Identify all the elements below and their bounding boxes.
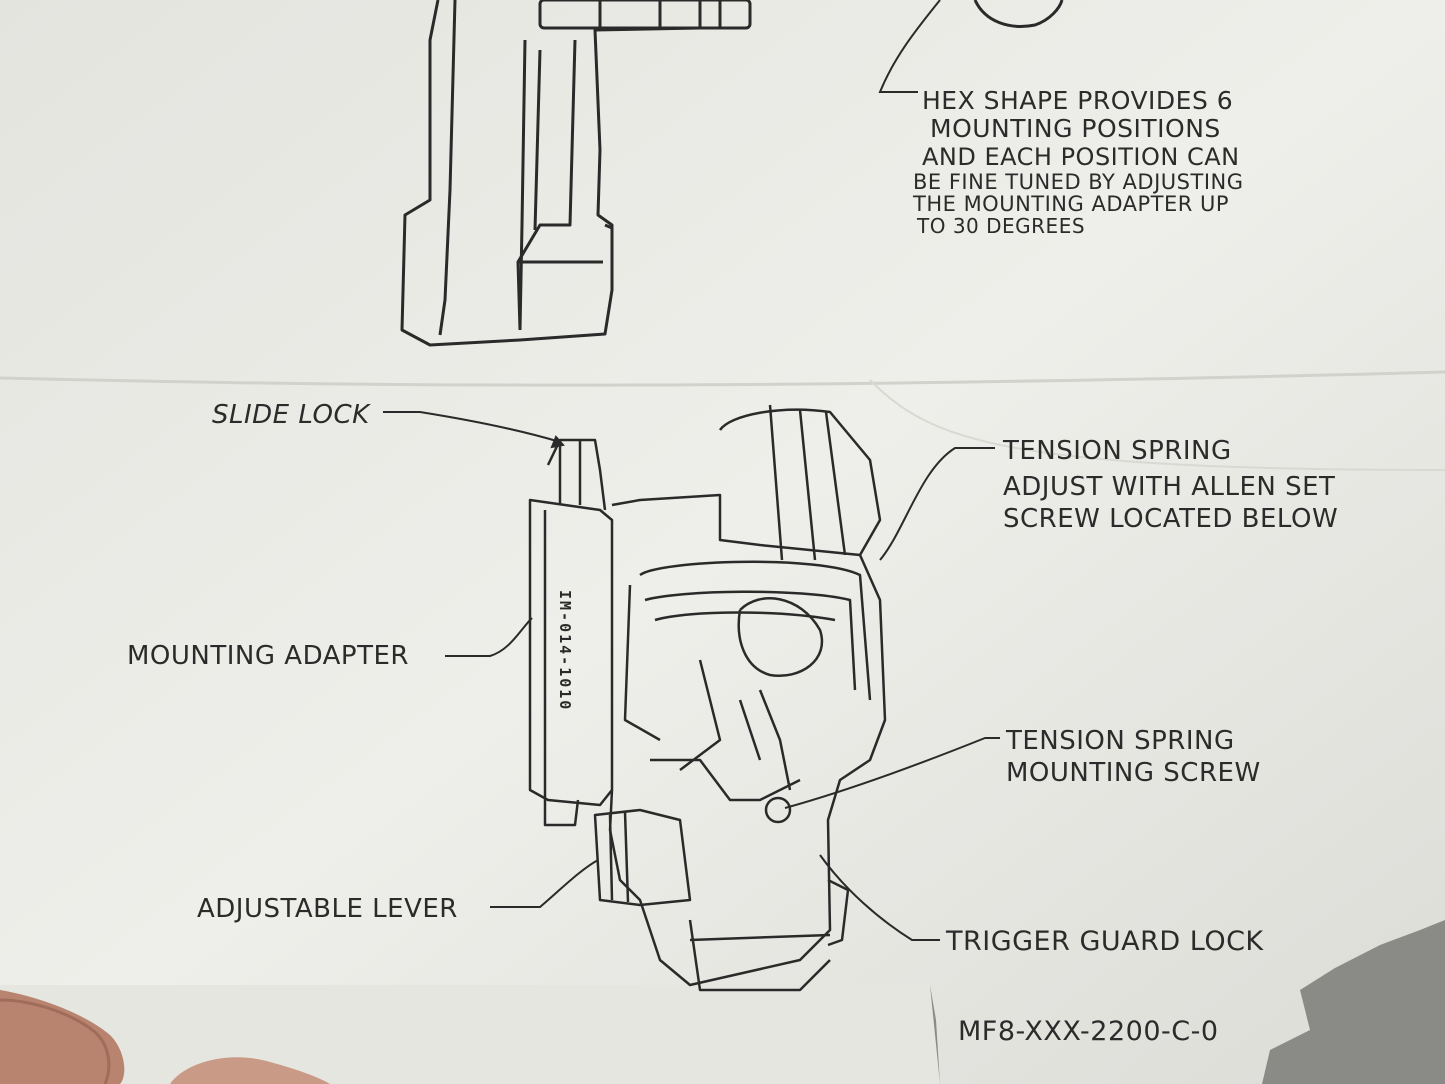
adjustable-lever-label: ADJUSTABLE LEVER: [197, 894, 458, 924]
tension-spring-mount-label-2: MOUNTING SCREW: [1006, 758, 1261, 788]
mounting-adapter-leader: [445, 617, 533, 657]
slide-lock-label: SLIDE LOCK: [212, 400, 370, 430]
tension-spring-leader: [879, 447, 995, 561]
leader-lines: [383, 411, 1000, 941]
fold-shadow: [869, 379, 1445, 471]
hex-leader-line: [878, 0, 941, 93]
adjustable-lever-leader: [490, 859, 599, 908]
paper-lower-left: [0, 985, 940, 1084]
ts-mount-leader: [784, 737, 1000, 809]
hex-note-line-2: MOUNTING POSITIONS: [930, 114, 1221, 143]
tension-spring-mount-label-1: TENSION SPRING: [1006, 726, 1235, 756]
hex-note-line-6: TO 30 DEGREES: [917, 214, 1086, 238]
hex-note-line-4: BE FINE TUNED BY ADJUSTING: [913, 170, 1244, 194]
hex-note-line-5: THE MOUNTING ADAPTER UP: [913, 192, 1230, 216]
slide-lock-leader: [383, 411, 561, 443]
mounting-adapter-label: MOUNTING ADAPTER: [127, 641, 409, 671]
tension-spring-adjust-line: ADJUST WITH ALLEN SET: [1003, 472, 1336, 502]
trigger-guard-leader: [819, 854, 940, 941]
hex-note-line-1: HEX SHAPE PROVIDES 6: [922, 86, 1234, 115]
hex-note-line-3: AND EACH POSITION CAN: [922, 143, 1240, 171]
hex-shape-drawing: [973, 0, 1064, 28]
holster-drawing: [528, 404, 887, 992]
trigger-guard-lock-label: TRIGGER GUARD LOCK: [946, 926, 1264, 957]
tension-spring-label: TENSION SPRING: [1003, 436, 1232, 466]
tension-spring-screw-line: SCREW LOCATED BELOW: [1003, 504, 1339, 534]
fold-crease: [0, 370, 1445, 387]
part-number-label: MF8-XXX-2200-C-0: [958, 1016, 1219, 1047]
part-marking: IM-014-1010: [556, 590, 574, 711]
pistol-drawing-top: [400, 0, 752, 347]
hand-thumb: [0, 990, 330, 1084]
